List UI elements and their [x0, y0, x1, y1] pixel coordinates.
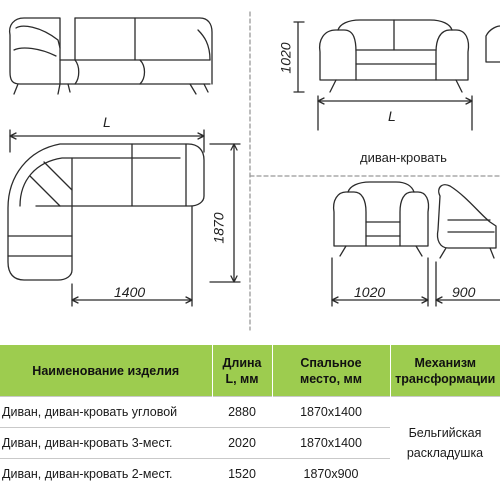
- armchair-width-label: 1020: [354, 284, 386, 300]
- row-sleeping-place: 1870x1400: [272, 427, 390, 459]
- armchair-depth-dimension-line: [435, 261, 500, 307]
- sofa-length-label: L: [388, 108, 396, 124]
- sofa-bed-caption: диван-кровать: [360, 150, 447, 165]
- table-row: Диван, диван-кровать 2-мест. 1520 1870x9…: [0, 458, 500, 489]
- corner-depth-label: 1870: [210, 212, 227, 244]
- row-sleeping-place: 1870x1400: [272, 396, 390, 428]
- seat-width-dimension-line: [71, 205, 193, 307]
- armchair-front-view: [332, 181, 430, 257]
- corner-sofa-plan-view: [7, 143, 205, 281]
- row-sleeping-place: 1870x900: [272, 458, 390, 489]
- separator-lines: [249, 11, 500, 331]
- header-name: Наименование изделия: [0, 345, 213, 397]
- depth-dimension-line: [209, 143, 241, 283]
- sofa-side-view-partial: [485, 25, 500, 63]
- armchair-width-dimension-line: [331, 257, 429, 307]
- corner-length-dimension-line: [9, 129, 205, 153]
- armchair-depth-label: 900: [452, 284, 476, 300]
- row-name: Диван, диван-кровать 2-мест.: [0, 458, 212, 489]
- corner-seat-width-label: 1400: [114, 284, 146, 300]
- row-name: Диван, диван-кровать 3-мест.: [0, 427, 212, 459]
- table-row: Диван, диван-кровать 3-мест. 2020 1870x1…: [0, 427, 500, 459]
- sofa-length-dimension-line: [317, 95, 473, 131]
- sofa-height-label: 1020: [277, 42, 294, 74]
- furniture-drawing: [7, 11, 500, 331]
- table-row: Диван, диван-кровать угловой 2880 1870x1…: [0, 396, 500, 489]
- height-dimension-line: [293, 21, 305, 93]
- row-length: 1520: [212, 458, 272, 489]
- row-name: Диван, диван-кровать угловой: [0, 396, 212, 428]
- armchair-side-view: [436, 184, 497, 259]
- corner-sofa-front-view: [8, 17, 213, 95]
- corner-length-label: L: [103, 114, 111, 130]
- row-length: 2880: [212, 396, 272, 428]
- row-length: 2020: [212, 427, 272, 459]
- sofa-front-view: [318, 19, 470, 93]
